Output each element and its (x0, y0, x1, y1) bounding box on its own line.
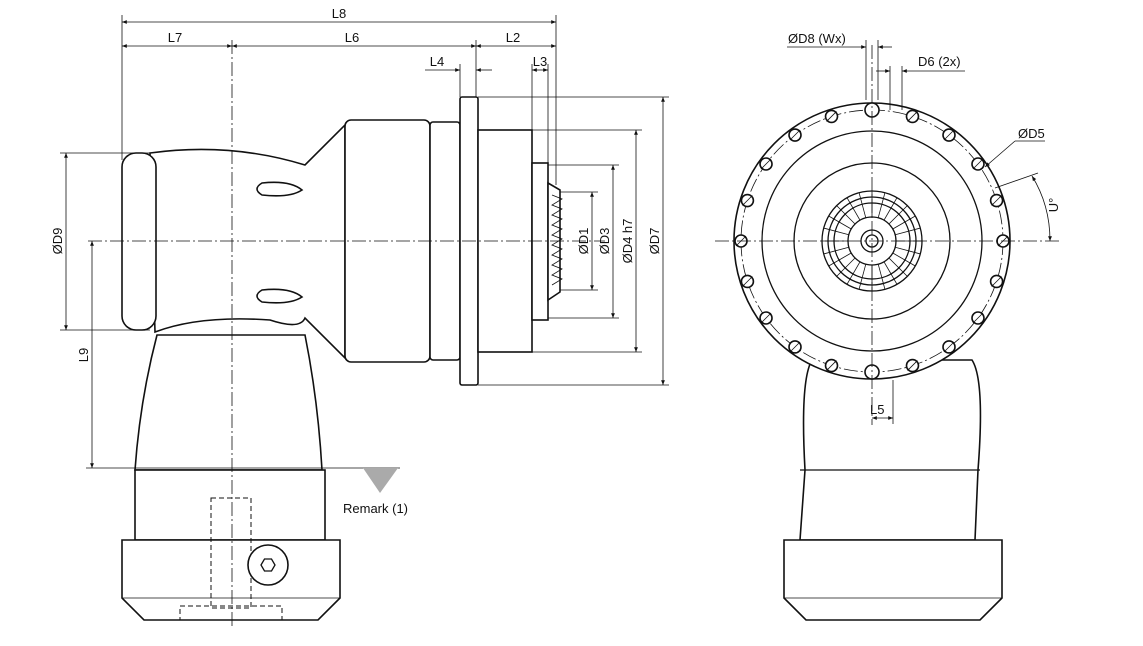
hex-bolt-icon (247, 544, 289, 586)
dim-l5: L5 (870, 402, 884, 417)
base-front (783, 539, 1003, 621)
end-cap (121, 152, 157, 331)
spline-tooth (892, 252, 916, 267)
spline-tooth (888, 257, 908, 277)
spline-tooth (877, 264, 886, 290)
front-view: ØD8 (Wx) D6 (2x) ØD5 U° L5 (715, 31, 1061, 621)
dim-l3: L3 (533, 54, 547, 69)
dim-u: U° (1046, 198, 1061, 213)
dim-l2: L2 (506, 30, 520, 45)
dim-d4: ØD4 h7 (620, 219, 635, 264)
dim-d7: ØD7 (647, 228, 662, 255)
vertical-housing (134, 334, 323, 471)
dim-d8: ØD8 (Wx) (788, 31, 846, 46)
dim-l4: L4 (430, 54, 444, 69)
spline-tooth (828, 215, 852, 230)
spline-tooth (823, 227, 849, 236)
spline-tooth (846, 261, 861, 285)
spline-tooth (883, 197, 898, 221)
spline-tooth (836, 257, 856, 277)
spline-tooth (892, 215, 916, 230)
spline-tooth (888, 205, 908, 225)
spline-tooth (883, 261, 898, 285)
spline-tooth (895, 227, 921, 236)
spline-tooth (836, 205, 856, 225)
angle-head-body (149, 123, 346, 360)
spline-tooth (895, 246, 921, 255)
remark-label: Remark (1) (343, 501, 408, 516)
spline-tooth (858, 264, 867, 290)
dim-d3: ØD3 (597, 228, 612, 255)
dim-d1: ØD1 (576, 228, 591, 255)
dim-d9: ØD9 (50, 228, 65, 255)
side-view: L8 L7 L6 L2 L4 L3 ØD9 L9 Remark (1) ØD1 … (50, 6, 669, 628)
vertical-housing-front (799, 359, 982, 541)
dim-d5: ØD5 (1018, 126, 1045, 141)
spline-tooth (858, 192, 867, 218)
dim-d6: D6 (2x) (918, 54, 961, 69)
remark-triangle-icon (363, 468, 398, 493)
spline-tooth (877, 192, 886, 218)
spline-tooth (823, 246, 849, 255)
dim-l7: L7 (168, 30, 182, 45)
dim-l8: L8 (332, 6, 346, 21)
lower-housing (134, 469, 326, 541)
spline-tooth (828, 252, 852, 267)
spline-tooth (846, 197, 861, 221)
dim-l9: L9 (76, 348, 91, 362)
dim-l6: L6 (345, 30, 359, 45)
